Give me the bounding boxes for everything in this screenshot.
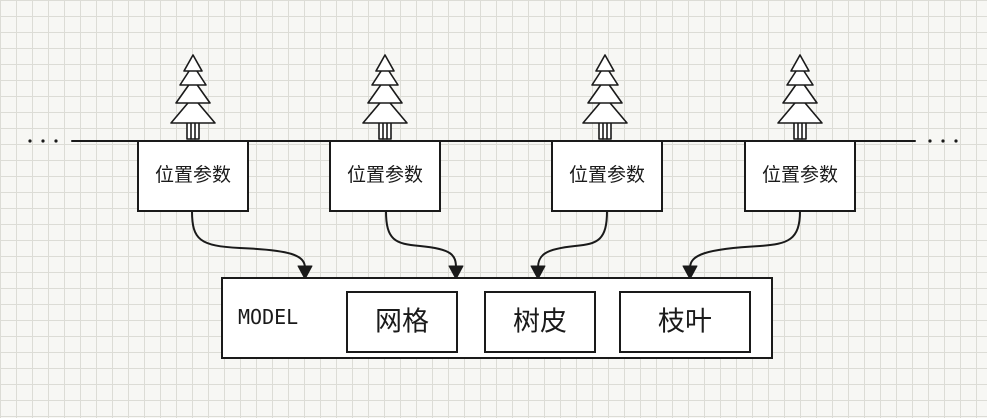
- model-part-box: 枝叶: [619, 291, 751, 353]
- ground-dot: [28, 139, 32, 143]
- ground-dot: [54, 139, 58, 143]
- instance-label: 位置参数: [347, 164, 423, 186]
- ground-dot: [954, 139, 958, 143]
- tree-icon: [362, 54, 408, 140]
- arrow: [682, 210, 801, 280]
- arrow: [530, 210, 608, 280]
- instance-label: 位置参数: [569, 164, 645, 186]
- model-part-label: 树皮: [513, 307, 567, 338]
- model-box: MODEL 网格 树皮 枝叶: [221, 277, 773, 359]
- instance-box: 位置参数: [551, 140, 663, 212]
- ground-dot: [941, 139, 945, 143]
- ground-dot: [928, 139, 932, 143]
- instance-box: 位置参数: [744, 140, 856, 212]
- model-label: MODEL: [238, 305, 298, 329]
- tree-icon: [777, 54, 823, 140]
- instance-label: 位置参数: [155, 164, 231, 186]
- arrow: [385, 210, 464, 280]
- tree-icon: [170, 54, 216, 140]
- instance-label: 位置参数: [762, 164, 838, 186]
- instance-box: 位置参数: [329, 140, 441, 212]
- model-part-label: 枝叶: [658, 307, 712, 338]
- ground-dot: [41, 139, 45, 143]
- arrow: [191, 210, 313, 280]
- model-part-box: 网格: [346, 291, 458, 353]
- instance-box: 位置参数: [137, 140, 249, 212]
- model-part-label: 网格: [375, 307, 429, 338]
- tree-icon: [582, 54, 628, 140]
- model-part-box: 树皮: [484, 291, 596, 353]
